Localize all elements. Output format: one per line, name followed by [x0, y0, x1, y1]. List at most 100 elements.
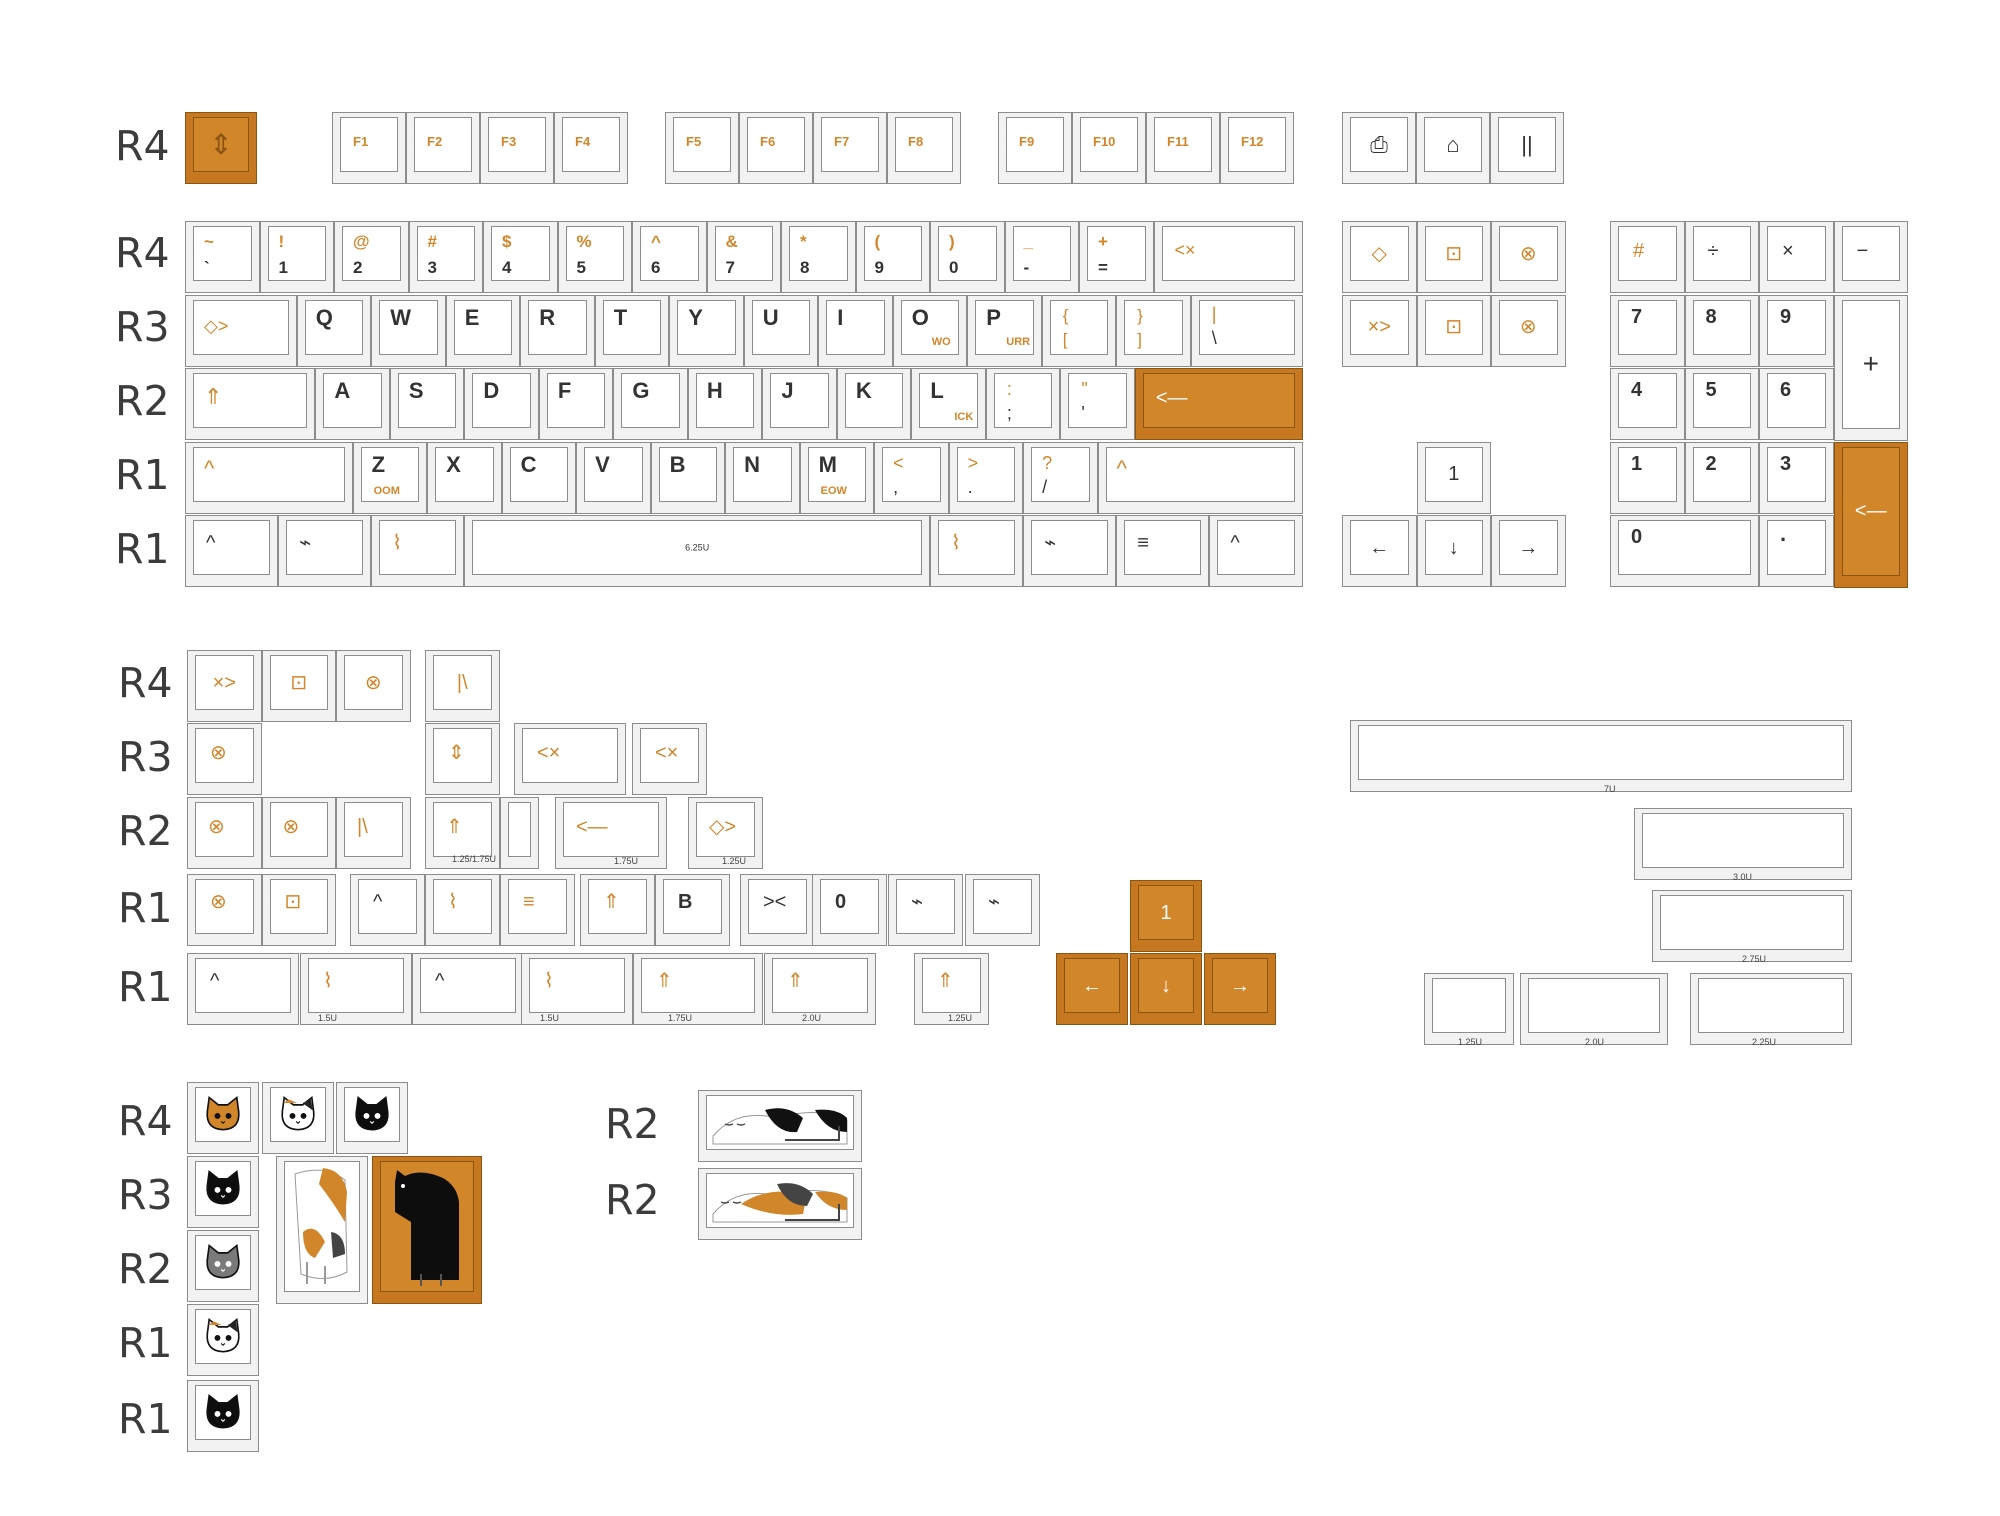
numpad-key: 6: [1759, 368, 1834, 440]
keycap-legend: ⊗: [210, 742, 227, 764]
cat-face-icon: [206, 1095, 240, 1131]
keycap-legend: F11: [1167, 134, 1189, 149]
keycap-top: %5: [565, 226, 624, 281]
orange-arrow-key: ↓: [1130, 953, 1202, 1025]
keycap-legend: X: [446, 451, 461, 477]
letter-key: C: [501, 441, 577, 514]
keycap-legend: .: [967, 476, 973, 497]
keycap-top: ^: [193, 520, 271, 575]
letter-key: F: [538, 368, 614, 440]
keycap-legend: W: [390, 304, 412, 330]
keycap-legend: 5: [1705, 379, 1717, 401]
extra-key: ⊗: [187, 797, 262, 869]
keycap-legend: ^: [1230, 532, 1240, 554]
keycap-legend: +: [1862, 348, 1879, 379]
keycap-legend: ⌇: [392, 532, 403, 554]
system-key: ⎙: [1342, 112, 1416, 184]
keycap-legend: ←: [1082, 974, 1102, 997]
letter-key: S: [389, 368, 465, 440]
numpad-key: 7: [1610, 294, 1685, 367]
size-label: 2.75U: [1742, 954, 1767, 964]
cat-key: [187, 1156, 259, 1228]
keycap-top: I: [826, 299, 885, 355]
keycap-top: +=: [1087, 226, 1146, 281]
keycap-top: [1358, 725, 1844, 780]
keycap-top: |\: [344, 802, 403, 857]
spacebar-key: 6.25U: [464, 515, 930, 587]
extra-key: ⊗: [187, 874, 262, 946]
keycap-legend: ⊡: [1445, 242, 1463, 265]
row-label: R4: [118, 659, 173, 707]
keycap-top: [195, 1161, 251, 1216]
keycap-legend: ⌇: [544, 970, 554, 992]
ctrl-key: ^: [1209, 515, 1303, 587]
keycap-top: D: [472, 373, 531, 428]
keycap-legend: O: [911, 304, 929, 330]
number-key: @2: [334, 221, 409, 293]
extra-key: ^: [187, 953, 299, 1025]
keycap-legend: ^: [373, 891, 383, 913]
spacebar-3u: [1634, 808, 1852, 880]
keycap-legend: ⊡: [1445, 316, 1463, 338]
extra-key: |\: [425, 650, 500, 722]
keycap-legend: ⊡: [284, 891, 302, 913]
keycap-top: }]: [1124, 299, 1183, 355]
size-label: 1.5U: [318, 1013, 338, 1023]
keycap-top: ÷: [1692, 226, 1751, 281]
keycap-top: ≡: [1124, 520, 1202, 575]
keycap-top: (9: [863, 226, 922, 281]
keycap-top: >.: [956, 446, 1016, 502]
letter-key: V: [576, 441, 651, 514]
keycap-top: ×>: [1350, 299, 1409, 355]
row-label: R4: [118, 1097, 173, 1145]
keycap-legend: ⇑: [656, 970, 673, 992]
number-key: &7: [706, 221, 781, 293]
keycap-legend: ]: [1137, 329, 1142, 349]
black-cat-icon: [395, 1170, 459, 1286]
keycap-legend: 0: [949, 258, 959, 277]
keycap-top: −: [1841, 226, 1900, 281]
keycap-legend: V: [595, 451, 610, 477]
keycap-top: →: [1499, 520, 1558, 575]
keycap-top: ◇>: [193, 299, 289, 355]
function-key: F3: [480, 112, 554, 184]
keycap-legend: 5: [576, 258, 586, 277]
keycap-top: F4: [562, 117, 620, 172]
function-key: F4: [554, 112, 628, 184]
keycap-top: <—: [1841, 446, 1900, 576]
system-key: ⌂: [1416, 112, 1490, 184]
keycap-top: 3: [1767, 446, 1826, 502]
keycap-legend: N: [744, 451, 761, 477]
function-key: F2: [406, 112, 480, 184]
row-label: R1: [118, 884, 173, 932]
keycap-top: ↓: [1424, 520, 1483, 575]
keycap-top: U: [751, 299, 811, 355]
nav-key: ⊡: [1416, 221, 1491, 293]
function-key: F9: [998, 112, 1072, 184]
function-key: F8: [887, 112, 961, 184]
size-label: 3.0U: [1733, 872, 1753, 882]
keycap-legend: \: [1211, 327, 1217, 348]
keycap-legend: F: [557, 378, 572, 403]
keycap-top: ^: [195, 958, 291, 1013]
keycap-top: ⌇: [938, 520, 1016, 575]
keycap-top: [1698, 978, 1844, 1033]
keycap-top: W: [379, 299, 438, 355]
keycap-top: ⎙: [1350, 117, 1408, 172]
size-label: 1.5U: [540, 1013, 560, 1023]
keycap-legend: !: [278, 232, 285, 251]
keycap-legend: 6: [651, 258, 661, 277]
keycap-legend: M: [818, 451, 837, 477]
keycap-top: 4: [1618, 373, 1677, 428]
keycap-top: ⇕: [433, 728, 492, 783]
keycap-top: [1660, 895, 1844, 950]
keycap-legend: B: [669, 451, 686, 477]
keycap-legend: 1: [278, 258, 288, 277]
number-key: #3: [408, 221, 483, 293]
letter-key: D: [464, 368, 539, 440]
numpad-key: 2: [1684, 441, 1759, 514]
keycap-legend: −: [1856, 240, 1869, 262]
keycap-top: [706, 1173, 854, 1228]
keycap-legend: S: [408, 378, 424, 403]
extra-key: ⇑: [633, 953, 764, 1025]
